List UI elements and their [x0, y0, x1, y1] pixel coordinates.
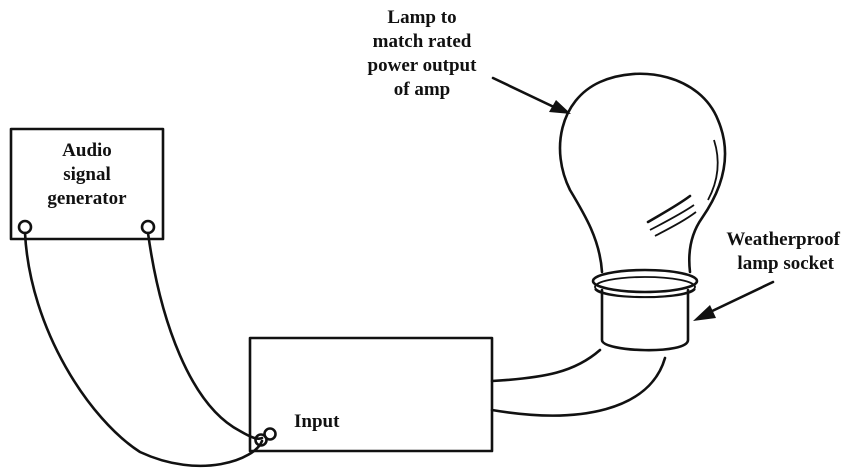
lamp-label-line-4: of amp — [394, 79, 450, 100]
amplifier-box — [248, 336, 494, 453]
lamp-bulb — [558, 72, 727, 274]
socket-arrowhead — [693, 305, 716, 321]
audio-signal-generator-box — [9, 127, 165, 241]
lamp-arrow-shaft — [491, 76, 558, 110]
input-terminal-1 — [254, 433, 268, 447]
lamp-bulb-highlight-2 — [649, 204, 695, 231]
lamp-arrowhead — [549, 100, 571, 114]
lamp-cable-upper — [490, 348, 602, 383]
lamp-socket-collar-base — [594, 288, 696, 299]
input-terminal-2 — [263, 427, 277, 441]
generator-label-line-2: signal — [63, 164, 111, 185]
generator-lead-right — [146, 231, 264, 441]
generator-right-terminal — [140, 219, 156, 235]
lamp-label-line-1: Lamp to — [387, 7, 456, 28]
lamp-socket-collar-outer — [591, 268, 699, 294]
input-label: Input — [294, 411, 340, 432]
socket-label-line-1: Weatherproof — [726, 229, 840, 250]
lamp-label-line-3: power output — [368, 55, 478, 76]
generator-label-line-1: Audio — [62, 140, 112, 161]
lamp-socket-body — [600, 288, 690, 352]
lamp-bulb-reflection — [707, 139, 719, 201]
generator-label-line-3: generator — [47, 188, 127, 209]
lamp-bulb-highlight-3 — [654, 211, 697, 237]
socket-arrow-shaft — [706, 280, 775, 315]
lamp-label-line-2: match rated — [373, 31, 472, 52]
socket-label-line-2: lamp socket — [737, 253, 834, 274]
lamp-cable-lower — [490, 356, 667, 417]
lamp-bulb-highlight-1 — [646, 194, 692, 224]
generator-lead-left — [23, 231, 264, 468]
generator-left-terminal — [17, 219, 33, 235]
